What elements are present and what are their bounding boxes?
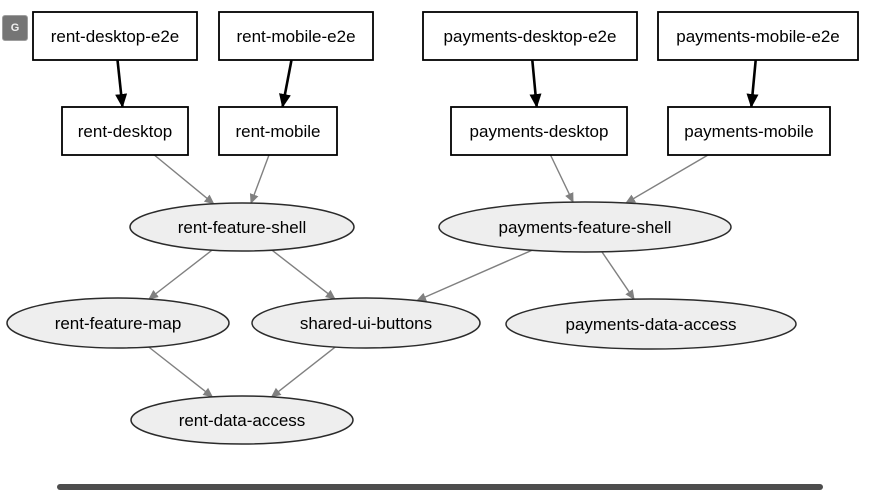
ellipse-node-shape: [438, 201, 732, 253]
node-rent-desktop[interactable]: rent-desktop: [61, 106, 189, 156]
edge-rent-desktop-e2e-to-rent-desktop: [115, 59, 128, 108]
node-rent-feature-map[interactable]: rent-feature-map: [6, 297, 230, 349]
edge-payments-feature-shell-to-payments-data-access: [601, 251, 635, 301]
node-payments-desktop-e2e[interactable]: payments-desktop-e2e: [422, 11, 638, 61]
node-shared-ui-buttons[interactable]: shared-ui-buttons: [251, 297, 481, 349]
rect-node-shape: [450, 106, 628, 156]
node-payments-mobile[interactable]: payments-mobile: [667, 106, 831, 156]
ellipse-node-shape: [6, 297, 230, 349]
ellipse-node-shape: [129, 202, 355, 252]
ellipse-node-shape: [130, 395, 354, 445]
edge-rent-mobile-e2e-to-rent-mobile: [279, 59, 293, 108]
edge-payments-mobile-to-payments-feature-shell: [625, 154, 709, 204]
edge-payments-desktop-to-payments-feature-shell: [549, 154, 574, 204]
edge-payments-feature-shell-to-shared-ui-buttons: [416, 249, 533, 302]
node-label: rent-feature-map: [55, 314, 182, 333]
node-label: payments-desktop-e2e: [444, 27, 617, 46]
edge-payments-mobile-e2e-to-payments-mobile: [746, 59, 759, 108]
edge-rent-feature-shell-to-rent-feature-map: [148, 249, 213, 300]
rect-node-shape: [61, 106, 189, 156]
node-rent-feature-shell[interactable]: rent-feature-shell: [129, 202, 355, 252]
node-label: rent-feature-shell: [178, 218, 307, 237]
rect-node-shape: [657, 11, 859, 61]
node-rent-data-access[interactable]: rent-data-access: [130, 395, 354, 445]
node-label: rent-mobile-e2e: [236, 27, 355, 46]
node-payments-mobile-e2e[interactable]: payments-mobile-e2e: [657, 11, 859, 61]
node-rent-mobile-e2e[interactable]: rent-mobile-e2e: [218, 11, 374, 61]
node-label: payments-mobile-e2e: [676, 27, 839, 46]
edge-rent-desktop-to-rent-feature-shell: [153, 154, 215, 205]
edge-rent-feature-map-to-rent-data-access: [148, 346, 214, 398]
node-label: rent-desktop-e2e: [51, 27, 180, 46]
node-payments-desktop[interactable]: payments-desktop: [450, 106, 628, 156]
rect-node-shape: [218, 11, 374, 61]
rect-node-shape: [218, 106, 338, 156]
node-label: shared-ui-buttons: [300, 314, 432, 333]
node-label: payments-data-access: [565, 315, 736, 334]
rect-node-shape: [422, 11, 638, 61]
ellipse-node-shape: [505, 298, 797, 350]
node-label: payments-feature-shell: [499, 218, 672, 237]
edge-shared-ui-buttons-to-rent-data-access: [270, 346, 336, 398]
rect-node-shape: [667, 106, 831, 156]
rect-node-shape: [32, 11, 198, 61]
edge-rent-mobile-to-rent-feature-shell: [249, 154, 270, 205]
edge-rent-feature-shell-to-shared-ui-buttons: [271, 249, 336, 300]
node-label: rent-desktop: [78, 122, 173, 141]
node-payments-feature-shell[interactable]: payments-feature-shell: [438, 201, 732, 253]
horizontal-scrollbar[interactable]: [57, 484, 823, 490]
ellipse-node-shape: [251, 297, 481, 349]
g-favicon-badge: G: [2, 15, 28, 41]
node-rent-mobile[interactable]: rent-mobile: [218, 106, 338, 156]
node-label: rent-data-access: [179, 411, 306, 430]
edge-payments-desktop-e2e-to-payments-desktop: [529, 59, 542, 108]
node-label: payments-desktop: [470, 122, 609, 141]
node-label: payments-mobile: [684, 122, 813, 141]
node-label: rent-mobile: [235, 122, 320, 141]
node-payments-data-access[interactable]: payments-data-access: [505, 298, 797, 350]
node-rent-desktop-e2e[interactable]: rent-desktop-e2e: [32, 11, 198, 61]
